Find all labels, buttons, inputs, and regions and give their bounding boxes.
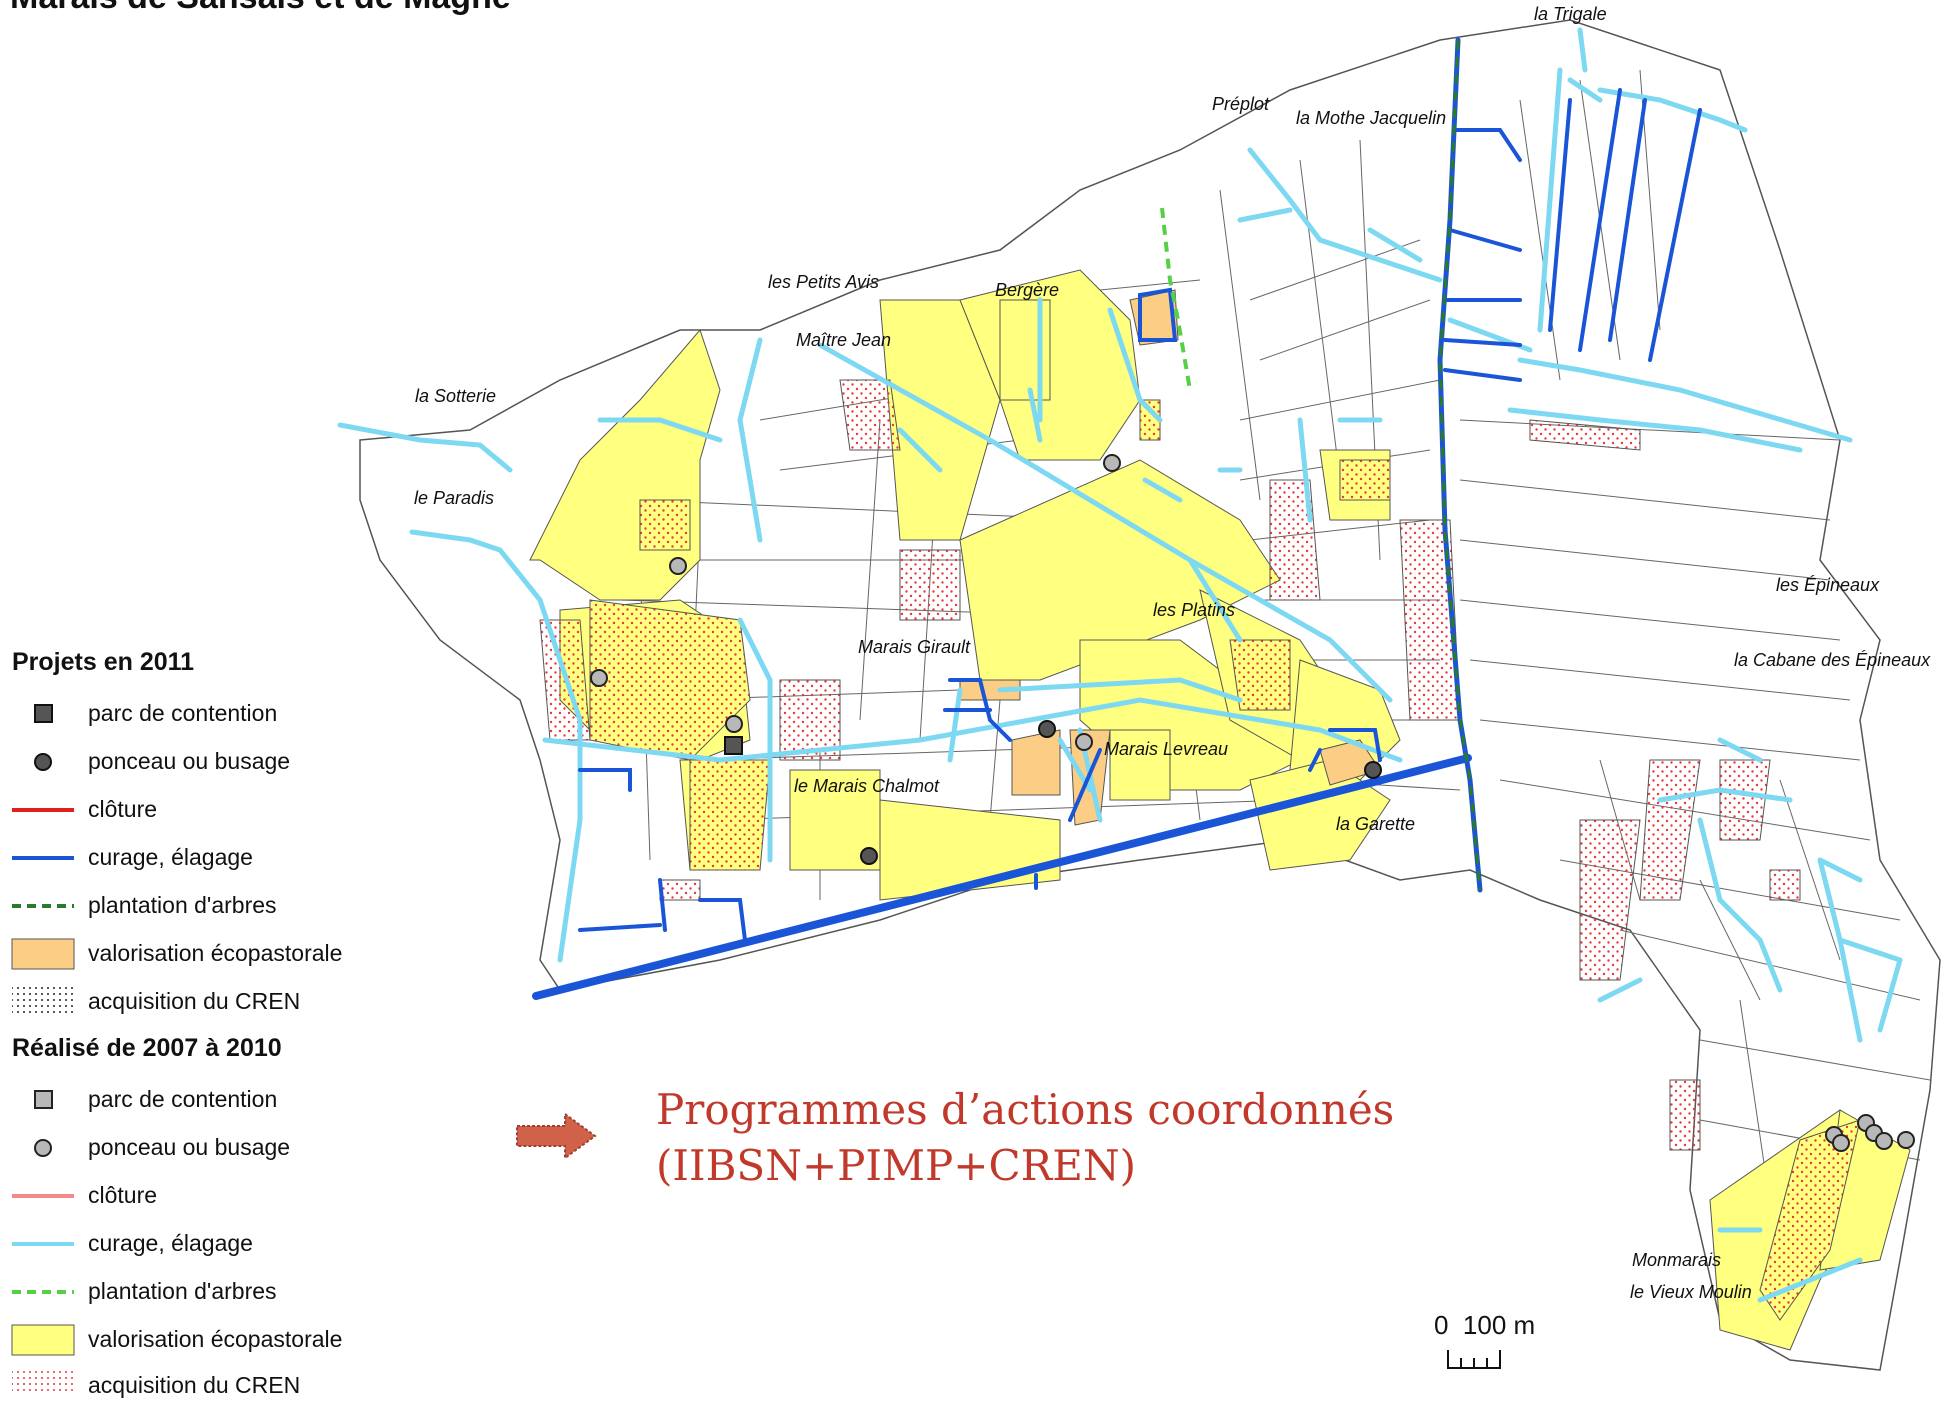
legend-heading-2007-2010: Réalisé de 2007 à 2010 bbox=[12, 1034, 282, 1062]
place-maitre-jean: Maître Jean bbox=[796, 330, 892, 350]
ponceau-realise bbox=[1103, 454, 1121, 472]
parc-contention-2011 bbox=[724, 736, 743, 755]
legend-label: ponceau ou busage bbox=[88, 1134, 291, 1160]
map-title: Marais de Sansais et de Magné bbox=[10, 0, 511, 17]
dark-circle-icon bbox=[34, 753, 52, 771]
place-la-mothe-jacquelin: la Mothe Jacquelin bbox=[1296, 108, 1447, 128]
legend-label: parc de contention bbox=[88, 700, 278, 726]
light-blue-line-icon bbox=[12, 1242, 74, 1246]
ponceau-2011 bbox=[1038, 720, 1056, 738]
red-line-icon bbox=[12, 808, 74, 812]
parcel-lines bbox=[600, 69, 1931, 1341]
ponceau-realise bbox=[1075, 733, 1093, 751]
ponceau-realise bbox=[1897, 1131, 1915, 1149]
dark-blue-canals bbox=[532, 37, 1702, 1000]
place-le-paradis: le Paradis bbox=[414, 488, 495, 508]
dark-blue-line-icon bbox=[12, 856, 74, 860]
ponceau-realise bbox=[669, 557, 687, 575]
legend-label: curage, élagage bbox=[88, 844, 253, 870]
ponceau-realise bbox=[1875, 1132, 1893, 1150]
legend-heading-2011: Projets en 2011 bbox=[12, 648, 195, 676]
place-la-garette: la Garette bbox=[1336, 814, 1416, 834]
right-arrow-icon bbox=[516, 1112, 597, 1160]
legend-label: valorisation écopastorale bbox=[88, 940, 343, 966]
scale-ruler-icon bbox=[1447, 1350, 1501, 1369]
legend-item-acquisition-realise: acquisition du CREN bbox=[10, 1366, 390, 1406]
light-blue-canals bbox=[337, 27, 1903, 1303]
place-les-petits-avis: les Petits Avis bbox=[768, 272, 880, 292]
legend-label: valorisation écopastorale bbox=[88, 1326, 343, 1352]
legend-label: clôture bbox=[88, 796, 158, 822]
ponceau-2011 bbox=[1364, 761, 1382, 779]
legend-item-valorisation-2011: valorisation écopastorale bbox=[10, 934, 390, 974]
place-la-cabane-des-epineaux: la Cabane des Épineaux bbox=[1734, 650, 1931, 670]
place-le-marais-chalmot: le Marais Chalmot bbox=[794, 776, 940, 796]
ponceau-realise bbox=[1832, 1134, 1850, 1152]
ponceau-markers bbox=[590, 454, 1915, 1152]
legend-item-plantation-realise: plantation d'arbres bbox=[10, 1272, 390, 1312]
legend-label: plantation d'arbres bbox=[88, 1278, 277, 1304]
dark-green-dashed-icon bbox=[12, 904, 74, 908]
place-le-vieux-moulin: le Vieux Moulin bbox=[1630, 1282, 1752, 1302]
program-text: Programmes d’actions coordonnés (IIBSN+P… bbox=[656, 1082, 1394, 1194]
scale-label: 0 100 m bbox=[1434, 1310, 1536, 1340]
legend-label: acquisition du CREN bbox=[88, 1372, 301, 1398]
legend-label: clôture bbox=[88, 1182, 158, 1208]
legend-item-cloture-realise: clôture bbox=[10, 1176, 390, 1216]
legend-label: curage, élagage bbox=[88, 1230, 253, 1256]
dark-square-icon bbox=[34, 704, 53, 723]
yellow-acquisition-areas bbox=[589, 399, 1861, 1321]
scale-bar: 0 100 m bbox=[1434, 1310, 1574, 1380]
legend-item-curage-2011: curage, élagage bbox=[10, 838, 390, 878]
legend-label: acquisition du CREN bbox=[88, 988, 301, 1014]
light-circle-icon bbox=[34, 1139, 52, 1157]
legend-label: parc de contention bbox=[88, 1086, 278, 1112]
place-preplot: Préplot bbox=[1212, 94, 1270, 114]
place-les-epineaux: les Épineaux bbox=[1776, 575, 1880, 595]
place-la-sotterie: la Sotterie bbox=[415, 386, 497, 406]
legend-item-valorisation-realise: valorisation écopastorale bbox=[10, 1320, 390, 1360]
place-marais-levreau: Marais Levreau bbox=[1104, 739, 1229, 759]
light-green-dashed-icon bbox=[12, 1290, 74, 1294]
place-marais-girault: Marais Girault bbox=[858, 637, 971, 657]
program-line-1: Programmes d’actions coordonnés bbox=[656, 1085, 1395, 1134]
ponceau-2011 bbox=[860, 847, 878, 865]
legend-item-cloture-2011: clôture bbox=[10, 790, 390, 830]
legend-item-parc-realise: parc de contention bbox=[10, 1080, 390, 1120]
ponceau-realise bbox=[590, 669, 608, 687]
legend-item-curage-realise: curage, élagage bbox=[10, 1224, 390, 1264]
pink-line-icon bbox=[12, 1194, 74, 1198]
ponceau-realise bbox=[725, 715, 743, 733]
light-square-icon bbox=[34, 1090, 53, 1109]
red-dots-icon bbox=[12, 1371, 74, 1393]
program-line-2: (IIBSN+PIMP+CREN) bbox=[656, 1141, 1137, 1190]
legend-item-ponceau-2011: ponceau ou busage bbox=[10, 742, 390, 782]
legend-label: ponceau ou busage bbox=[88, 748, 291, 774]
place-la-trigale: la Trigale bbox=[1534, 4, 1607, 24]
place-monmarais: Monmarais bbox=[1632, 1250, 1722, 1270]
yellow-fill-icon bbox=[11, 1324, 75, 1356]
legend-item-ponceau-realise: ponceau ou busage bbox=[10, 1128, 390, 1168]
black-dots-icon bbox=[12, 987, 74, 1017]
place-bergere: Bergère bbox=[995, 280, 1060, 300]
legend-item-plantation-2011: plantation d'arbres bbox=[10, 886, 390, 926]
legend-item-parc-2011: parc de contention bbox=[10, 694, 390, 734]
legend-item-acquisition-2011: acquisition du CREN bbox=[10, 982, 390, 1022]
orange-fill-icon bbox=[11, 938, 75, 970]
light-green-dashed-line bbox=[1160, 207, 1192, 391]
acquisition-areas bbox=[539, 379, 1801, 1151]
place-les-platins: les Platins bbox=[1153, 600, 1236, 620]
legend-label: plantation d'arbres bbox=[88, 892, 277, 918]
